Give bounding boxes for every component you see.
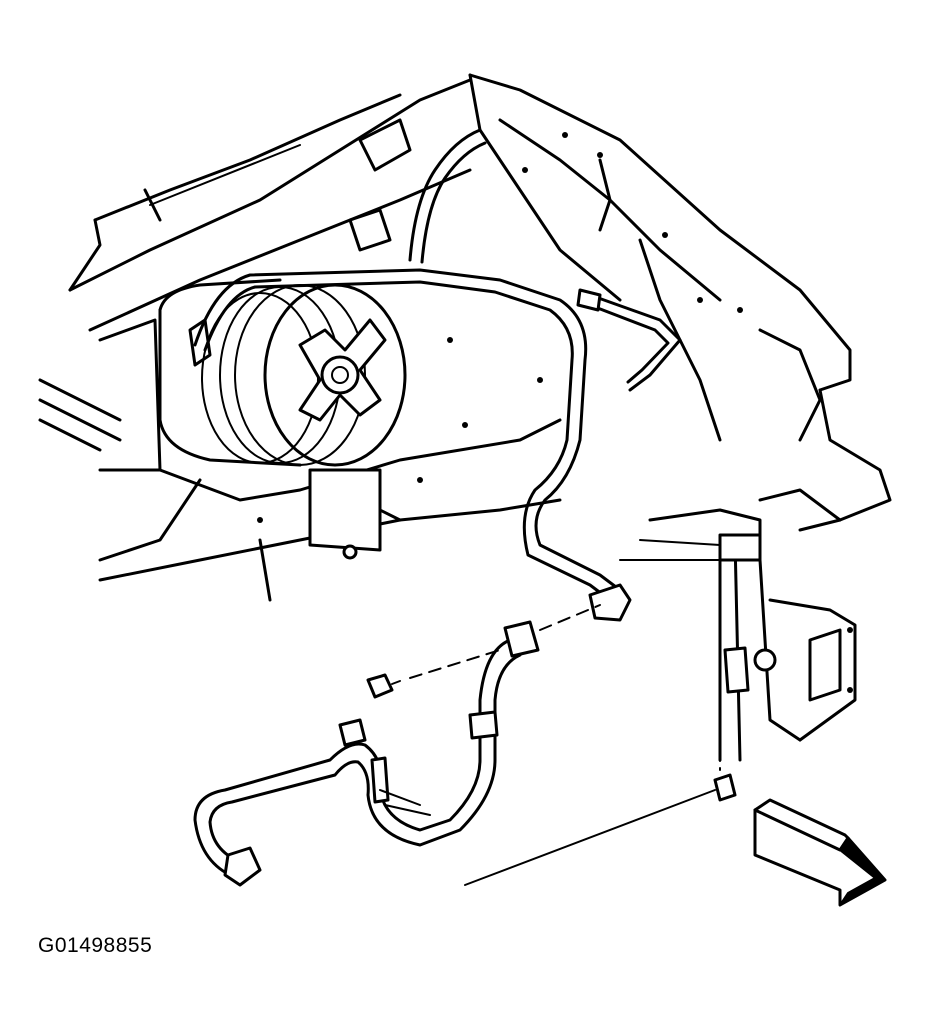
ac-hose-assembly <box>193 620 540 887</box>
installation-guides <box>366 604 721 886</box>
refrigerant-lines <box>193 128 682 622</box>
frame-rail <box>468 73 892 532</box>
front-direction-arrow-icon <box>753 798 887 907</box>
mounting-bracket <box>619 508 857 802</box>
fender-structure <box>68 78 472 332</box>
figure-id-label: G01498855 <box>38 934 153 957</box>
ac-compressor <box>158 278 407 560</box>
